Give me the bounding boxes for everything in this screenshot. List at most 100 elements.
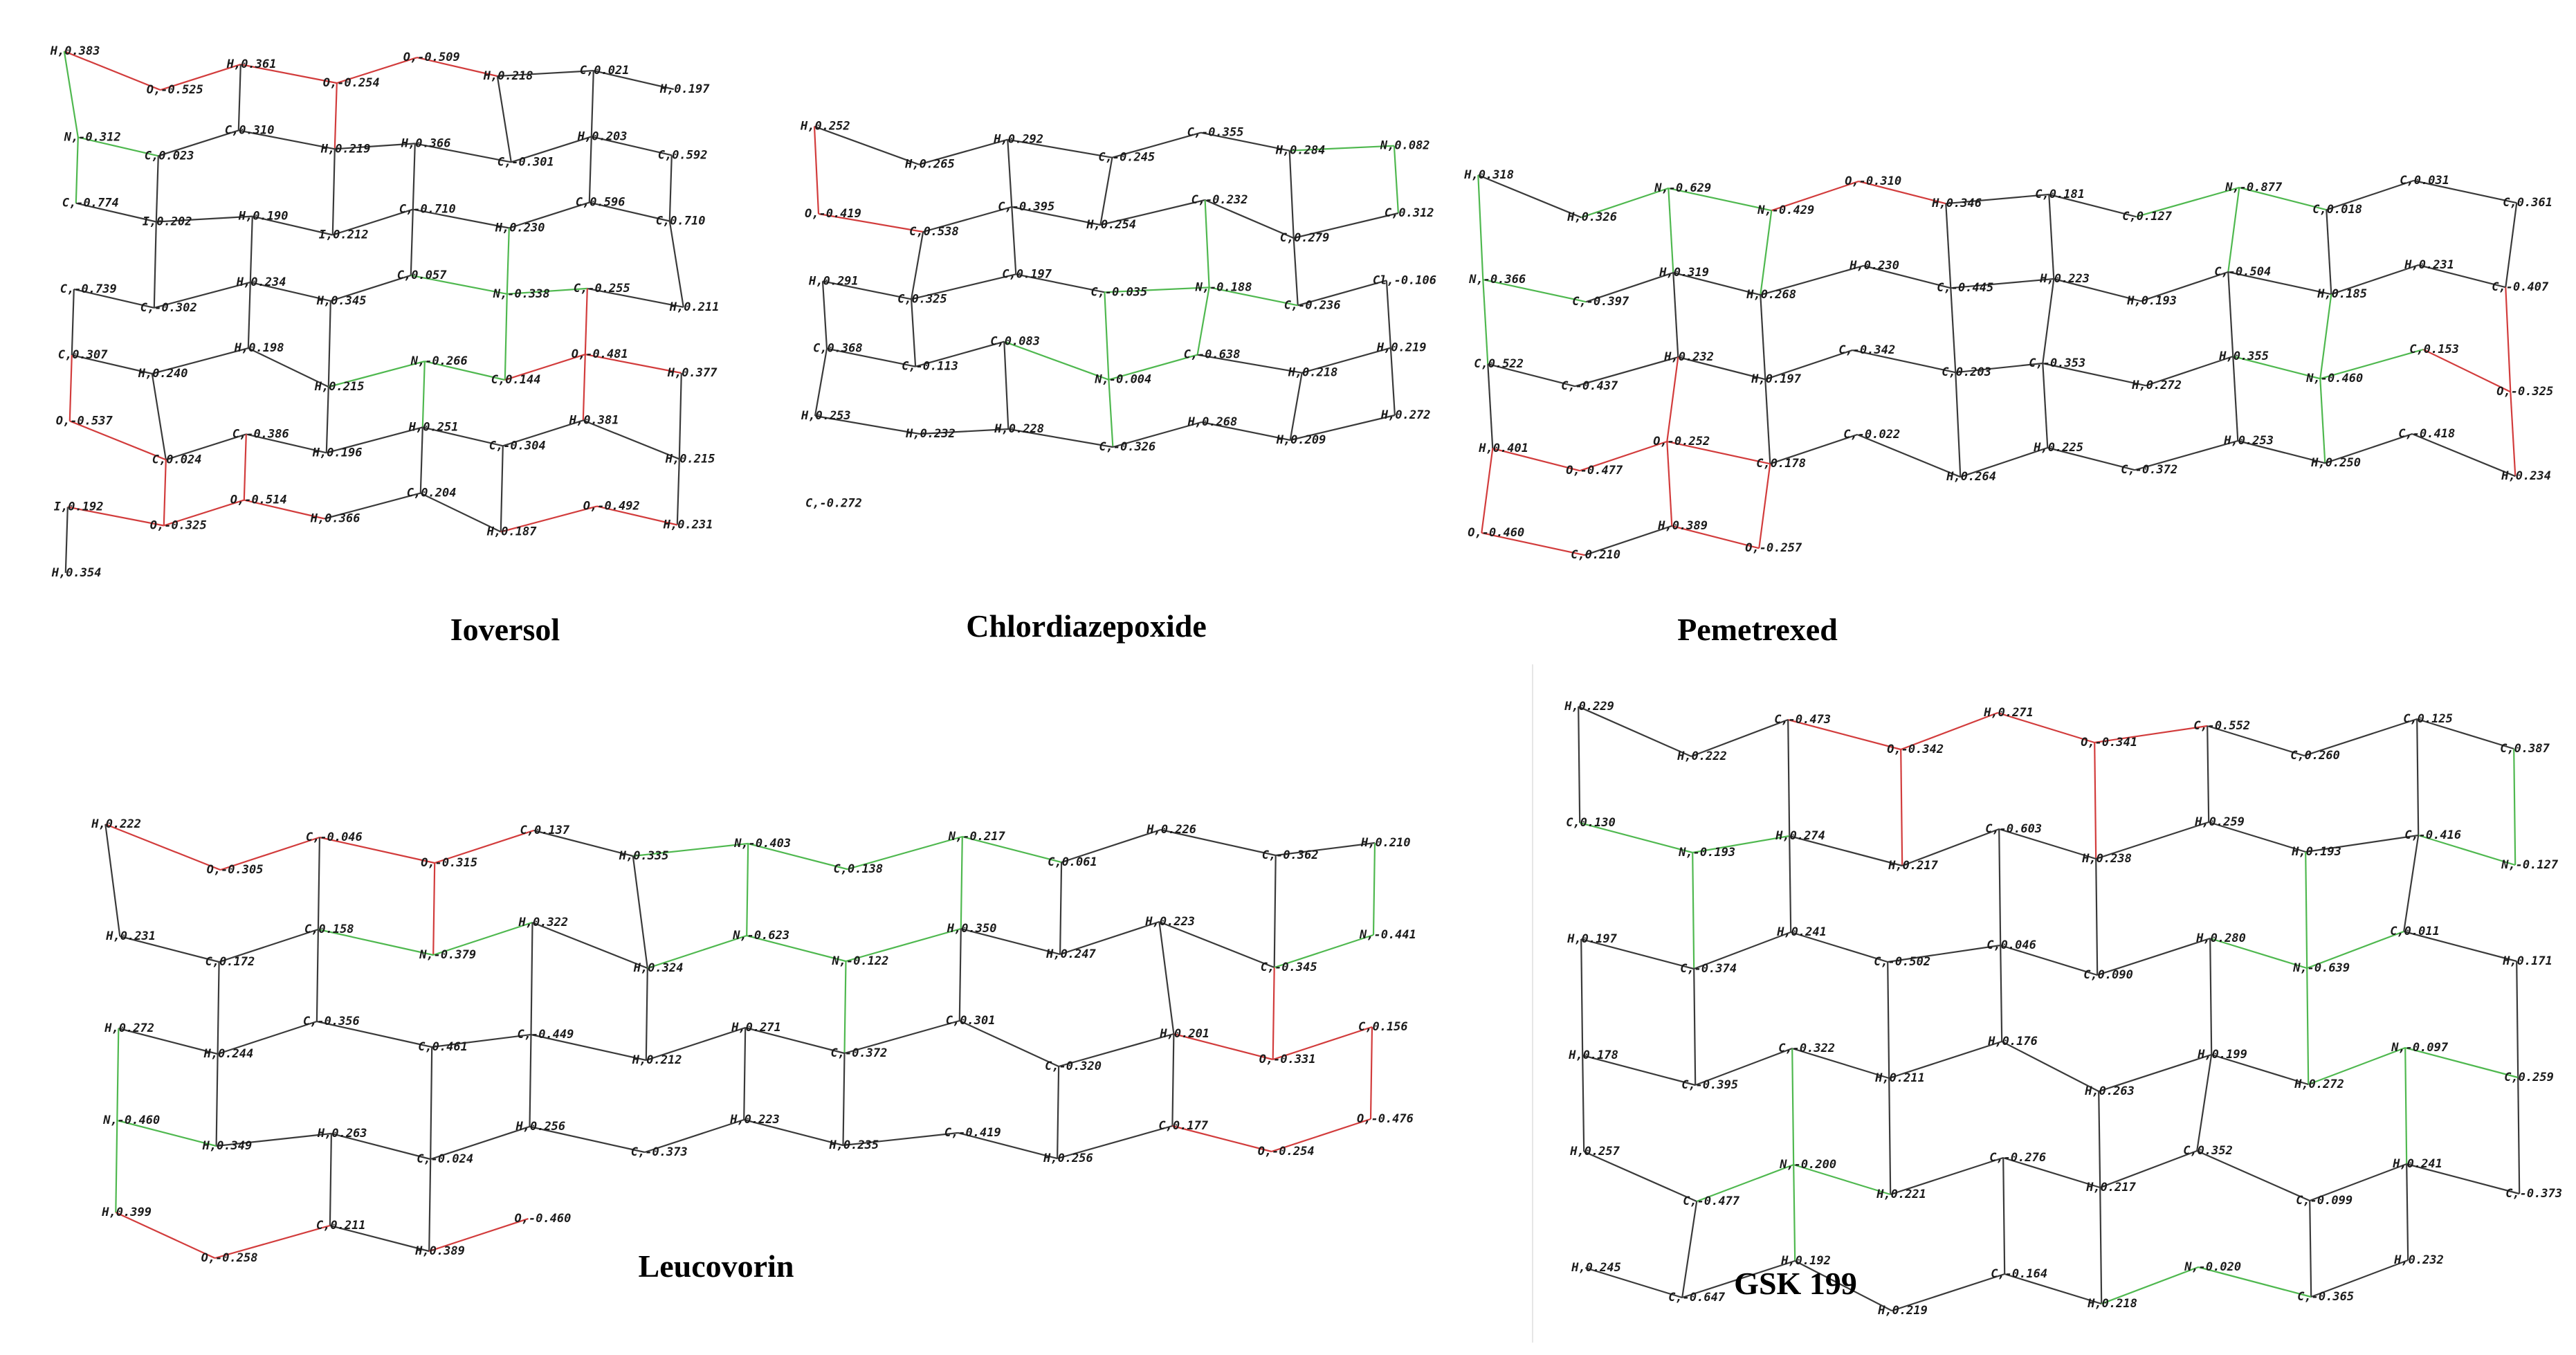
atom-label-pemetrexed: H,0.231 (2404, 258, 2454, 272)
atom-label-ioversol: C,-0.304 (489, 439, 546, 453)
atom-label-ioversol: C,-0.301 (497, 155, 554, 169)
atom-label-chlordiazepoxide: C,-0.638 (1184, 348, 1241, 362)
bond-gsk199 (1578, 705, 1692, 758)
atom-label-pemetrexed: C,0.210 (1571, 548, 1620, 562)
bond-chlordiazepoxide (1297, 280, 1387, 307)
atom-label-gsk199: O,-0.341 (2081, 736, 2137, 749)
bond-gsk199 (1692, 852, 1695, 970)
atom-label-ioversol: C,0.023 (145, 149, 194, 163)
atom-label-ioversol: H,0.354 (51, 566, 102, 580)
bond-pemetrexed (2239, 186, 2327, 211)
bond-layer (63, 51, 2521, 1312)
atom-label-ioversol: H,0.381 (569, 413, 619, 427)
atom-label-ioversol: N,-0.312 (64, 130, 121, 144)
bond-pemetrexed (1668, 187, 1772, 212)
bond-chlordiazepoxide (1201, 421, 1290, 442)
atom-label-pemetrexed: C,-0.022 (1843, 428, 1900, 442)
bond-ioversol (419, 427, 423, 493)
molecule-name-chlordiazepoxide: Chlordiazepoxide (966, 608, 1207, 644)
bond-chlordiazepoxide (814, 415, 920, 435)
atom-label-leucovorin: H,0.231 (105, 929, 156, 943)
atom-label-pemetrexed: H,0.250 (2310, 456, 2361, 470)
atom-label-ioversol: H,0.203 (577, 129, 628, 143)
atom-label-gsk199: C,0.125 (2403, 712, 2453, 726)
atom-label-ioversol: O,-0.525 (147, 83, 203, 97)
atom-label-ioversol: H,0.211 (669, 300, 720, 314)
atom-label-ioversol: C,0.144 (491, 373, 541, 387)
atom-label-gsk199: C,-0.374 (1680, 962, 1737, 976)
bond-leucovorin (430, 1125, 530, 1161)
bond-pemetrexed (1672, 525, 1760, 549)
atom-label-gsk199: C,0.046 (1986, 938, 2036, 952)
bond-chlordiazepoxide (1011, 206, 1017, 275)
bond-gsk199 (2094, 742, 2097, 860)
atom-label-ioversol: C,0.307 (58, 348, 108, 362)
bond-leucovorin (214, 1224, 331, 1259)
atom-label-ioversol: H,0.215 (314, 380, 365, 394)
atom-label-leucovorin: C,0.172 (205, 955, 255, 969)
atom-label-leucovorin: H,0.256 (1043, 1152, 1093, 1165)
bond-leucovorin (432, 921, 533, 956)
bond-gsk199 (1692, 835, 1790, 854)
atom-label-leucovorin: C,0.061 (1048, 855, 1097, 869)
atom-label-ioversol: C,0.592 (658, 148, 708, 162)
atom-label-leucovorin: C,0.301 (946, 1014, 996, 1028)
atom-label-gsk199: C,-0.099 (2296, 1194, 2353, 1208)
atom-label-gsk199: C,-0.477 (1683, 1194, 1740, 1208)
atom-label-gsk199: H,0.257 (1569, 1145, 1620, 1158)
atom-label-chlordiazepoxide: C,-0.035 (1090, 285, 1147, 299)
atom-label-gsk199: C,-0.365 (2297, 1290, 2354, 1304)
bond-leucovorin (1274, 934, 1374, 969)
bond-gsk199 (2207, 725, 2305, 757)
bond-ioversol (328, 361, 426, 388)
bond-gsk199 (1681, 1259, 1796, 1299)
bond-chlordiazepoxide (1007, 138, 1113, 158)
bond-pemetrexed (2232, 356, 2239, 442)
bond-pemetrexed (1672, 272, 1679, 358)
atom-label-leucovorin: H,0.389 (414, 1244, 465, 1258)
atom-label-leucovorin: H,0.350 (947, 922, 997, 936)
atom-label-gsk199: H,0.217 (2085, 1181, 2136, 1194)
bond-chlordiazepoxide (1108, 379, 1114, 448)
atom-label-ioversol: O,-0.481 (572, 347, 628, 361)
bond-leucovorin (1271, 1118, 1371, 1153)
atom-label-pemetrexed: N,-0.629 (1654, 181, 1711, 195)
bond-ioversol (237, 64, 241, 131)
bond-ioversol (243, 434, 247, 500)
bond-chlordiazepoxide (1012, 206, 1101, 226)
atom-label-leucovorin: H,0.222 (91, 817, 141, 831)
atom-label-pemetrexed: N,-0.877 (2225, 181, 2283, 194)
atom-label-chlordiazepoxide: C,0.538 (909, 225, 959, 239)
bond-pemetrexed (2319, 379, 2326, 464)
bond-ioversol (160, 64, 241, 91)
bond-gsk199 (2196, 1149, 2310, 1202)
atom-label-gsk199: C,-0.502 (1874, 955, 1930, 969)
bond-leucovorin (958, 928, 962, 1021)
atom-label-gsk199: C,-0.552 (2193, 719, 2250, 733)
bond-gsk199 (2000, 945, 2003, 1042)
atom-label-gsk199: N,-0.127 (2501, 858, 2559, 872)
bond-ioversol (247, 282, 251, 349)
bond-pemetrexed (1946, 193, 2049, 205)
bond-leucovorin (962, 835, 1062, 864)
bond-ioversol (583, 419, 680, 460)
atom-label-gsk199: C,-0.395 (1681, 1078, 1738, 1092)
bond-ioversol (64, 507, 68, 573)
bond-gsk199 (1789, 835, 1792, 933)
bond-leucovorin (1272, 967, 1275, 1060)
bond-leucovorin (120, 935, 219, 963)
bond-ioversol (69, 420, 167, 461)
bond-gsk199 (1789, 835, 1903, 867)
atom-label-gsk199: C,-0.322 (1778, 1042, 1835, 1055)
bond-leucovorin (745, 1026, 845, 1055)
bond-ioversol (326, 426, 423, 454)
atom-label-leucovorin: N,-0.217 (948, 830, 1006, 844)
atom-label-leucovorin: H,0.226 (1146, 823, 1196, 837)
bond-ioversol (506, 287, 587, 295)
bond-leucovorin (1057, 1066, 1060, 1159)
bond-pemetrexed (1673, 271, 1761, 296)
atom-label-ioversol: C,0.310 (225, 123, 275, 137)
bond-ioversol (156, 215, 253, 223)
bond-pemetrexed (2049, 193, 2137, 218)
atom-label-gsk199: H,0.221 (1876, 1188, 1926, 1201)
